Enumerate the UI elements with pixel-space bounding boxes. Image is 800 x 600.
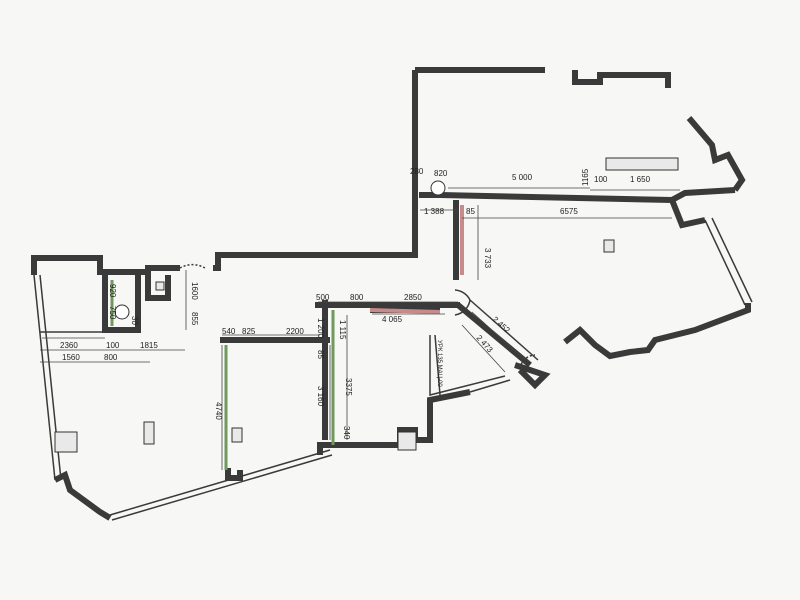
dim-855: 855 <box>190 312 199 326</box>
dim-100b: 100 <box>106 341 120 350</box>
dim-1388: 1 388 <box>424 207 445 216</box>
dim-825: 825 <box>242 327 256 336</box>
dim-85a: 85 <box>466 207 475 216</box>
dim-30: 30 <box>130 316 139 325</box>
dim-800a: 800 <box>350 293 364 302</box>
dim-2850: 2850 <box>404 293 422 302</box>
dim-280: 280 <box>410 167 424 176</box>
dim-3160: 3 160 <box>316 386 325 407</box>
annotation-note: УРК 135 МАЦ-00 <box>436 340 442 387</box>
dim-1165: 1165 <box>581 168 590 186</box>
dimension-lines <box>40 187 680 470</box>
dim-1560: 1560 <box>62 353 80 362</box>
dim-500: 500 <box>316 293 330 302</box>
dim-4065: 4 065 <box>382 315 403 324</box>
doors <box>179 263 536 369</box>
dim-2360: 2360 <box>60 341 78 350</box>
dim-2200: 2200 <box>286 327 304 336</box>
dim-1650: 1 650 <box>630 175 651 184</box>
dim-540: 540 <box>222 327 236 336</box>
dim-820: 820 <box>434 169 448 178</box>
dim-920: 920 <box>108 284 117 298</box>
dim-5000: 5 000 <box>512 173 533 182</box>
dim-1815: 1815 <box>140 341 158 350</box>
dim-85b: 85 <box>316 350 325 359</box>
dim-100a: 100 <box>594 175 608 184</box>
dim-1115: 1 115 <box>338 320 347 340</box>
dimension-labels: 280 820 5 000 1165 100 1 650 1 388 85 65… <box>60 167 651 440</box>
dim-3733: 3 733 <box>483 248 492 269</box>
dim-1600: 1600 <box>190 282 199 300</box>
dim-750: 750 <box>108 306 117 320</box>
dim-3375: 3375 <box>344 378 353 396</box>
dim-800b: 800 <box>104 353 118 362</box>
shafts <box>114 180 446 320</box>
interior-walls <box>40 192 673 470</box>
dim-1200: 1 200 <box>316 318 325 339</box>
columns <box>54 157 679 453</box>
exterior-walls <box>31 67 753 521</box>
dim-4740: 4740 <box>214 402 223 420</box>
dim-6575: 6575 <box>560 207 578 216</box>
dim-340: 340 <box>342 426 351 440</box>
